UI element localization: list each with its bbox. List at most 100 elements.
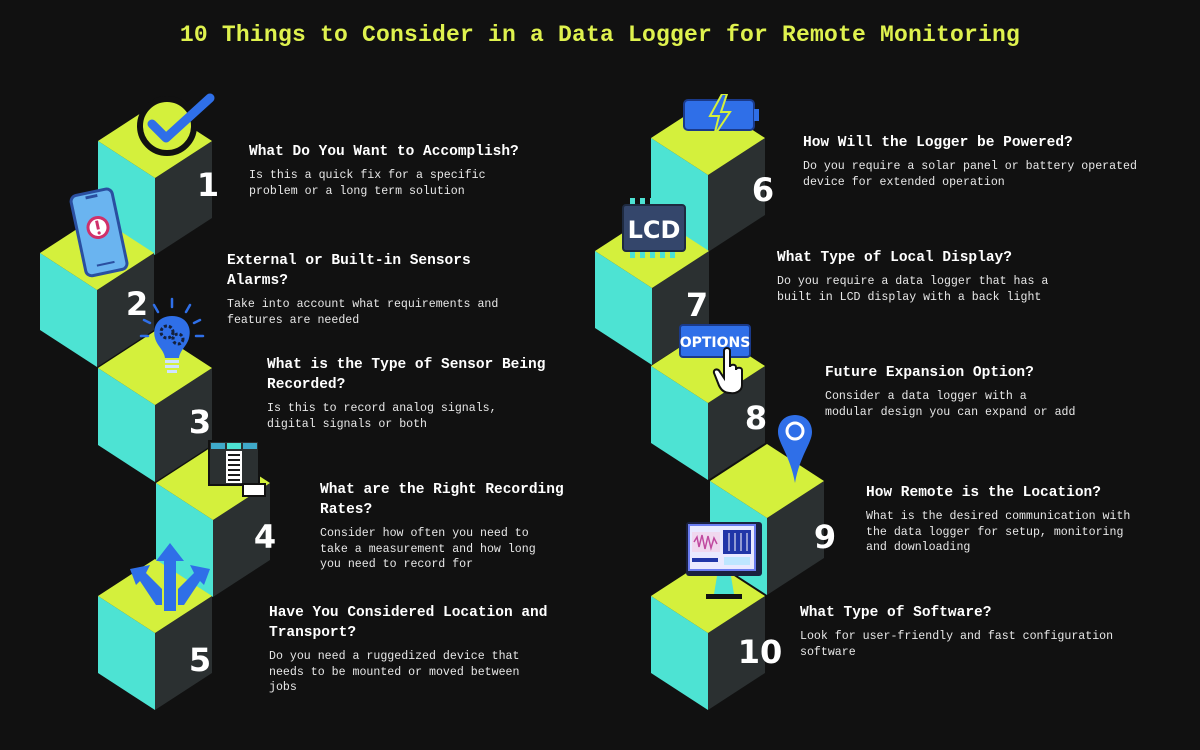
phone-alert-icon (69, 187, 129, 278)
step-description-line: you need to record for (320, 558, 474, 571)
cube-right-face (708, 596, 765, 710)
cube-left-face (595, 251, 652, 365)
step-heading-line: What Type of Software? (800, 605, 992, 621)
cube-left-face (40, 253, 97, 367)
step-number: 5 (188, 641, 212, 679)
step-description-line: features are needed (227, 313, 360, 327)
step-description: Do you require a solar panel or battery … (803, 159, 1137, 190)
step-number: 10 (737, 633, 783, 671)
step-description-line: modular design you can expand or add (825, 405, 1076, 419)
step-description: Do you require a data logger that has a b… (777, 274, 1048, 305)
step-heading-line: Alarms? (227, 273, 288, 289)
data-table-icon (208, 440, 266, 497)
cube-right-face (708, 366, 765, 480)
step-number: 4 (253, 518, 277, 556)
step-description: Look for user-friendly and fast configur… (800, 629, 1113, 660)
cube-right-face (155, 368, 212, 482)
cube-right-face (155, 596, 212, 710)
step-description-line: jobs (269, 681, 297, 694)
step-heading: How Remote is the Location? (866, 483, 1130, 503)
step-description-line: and downloading (866, 541, 971, 554)
step-description-line: needs to be mounted or moved between (269, 665, 520, 679)
step-description-line: Is this a quick fix for a specific (249, 169, 486, 182)
step-heading-line: What is the Type of Sensor Being (267, 357, 546, 373)
step-number: 1 (196, 166, 220, 204)
cube-left-face (651, 366, 708, 480)
step-description-line: software (800, 645, 856, 659)
cube-top-face (98, 331, 212, 405)
cube-right-face (155, 141, 212, 255)
step-heading: Future Expansion Option? (825, 363, 1075, 383)
options-button-icon: OPTIONS (679, 324, 751, 395)
step-heading: What Do You Want to Accomplish? (249, 142, 519, 162)
step-heading-line: External or Built-in Sensors (227, 253, 471, 269)
step-heading: What Type of Software? (800, 603, 1113, 623)
step-description-line: Do you require a data logger that has a (777, 275, 1049, 288)
step-description-line: problem or a long term solution (249, 184, 465, 198)
step-number: 8 (744, 399, 768, 437)
step-heading-line: Future Expansion Option? (825, 365, 1034, 381)
step-heading-line: Rates? (320, 502, 373, 518)
lcd-chip-icon: LCD (622, 198, 686, 258)
step-description: Do you need a ruggedized device that need… (269, 649, 547, 696)
location-pin-icon (778, 415, 812, 483)
cube-step-2 (40, 216, 154, 367)
step-description: Is this to record analog signals,digital… (267, 401, 545, 432)
cube-right-face (97, 253, 154, 367)
step-description: Is this a quick fix for a specific proble… (249, 168, 519, 199)
step-10-text: What Type of Software? Look for user-frie… (800, 603, 1113, 660)
step-description-line: Do you require a solar panel or battery … (803, 160, 1137, 173)
step-heading-line: How Will the Logger be Powered? (803, 135, 1073, 151)
cube-step-3 (98, 331, 212, 482)
step-description-line: What is the desired communication with (866, 510, 1131, 523)
step-heading: How Will the Logger be Powered? (803, 133, 1137, 153)
step-description-line: built in LCD display with a back light (777, 290, 1042, 304)
battery-charge-icon (683, 94, 759, 137)
lightbulb-gears-icon (139, 297, 205, 373)
options-label: OPTIONS (680, 335, 751, 351)
lcd-label: LCD (628, 216, 681, 244)
step-1-text: What Do You Want to Accomplish? Is this a… (249, 142, 519, 199)
step-description: Consider how often you need to take a mea… (320, 526, 564, 573)
step-7-text: What Type of Local Display? Do you requir… (777, 248, 1048, 305)
step-description-line: Is this to record analog signals, (267, 402, 497, 415)
cube-right-face (708, 138, 765, 252)
step-heading-line: Have You Considered Location and (269, 605, 548, 621)
step-description-line: take a measurement and how long (320, 542, 536, 556)
cube-left-face (98, 368, 155, 482)
step-heading-line: What are the Right Recording (320, 482, 564, 498)
cube-right-face (767, 481, 824, 595)
step-heading-line: How Remote is the Location? (866, 485, 1101, 501)
infographic-title: 10 Things to Consider in a Data Logger f… (179, 22, 1021, 48)
cube-right-face (213, 483, 270, 597)
step-heading-line: Transport? (269, 625, 357, 641)
step-heading-line: What Do You Want to Accomplish? (249, 144, 519, 160)
step-6-text: How Will the Logger be Powered? Do you re… (803, 133, 1137, 190)
step-description: Take into account what requirements and f… (227, 297, 498, 328)
step-8-text: Future Expansion Option? Consider a data … (825, 363, 1075, 420)
step-description-line: Do you need a ruggedized device that (269, 650, 520, 663)
step-description-line: Look for user-friendly and fast configur… (800, 630, 1114, 643)
step-number: 7 (685, 286, 709, 324)
software-monitor-icon (686, 522, 762, 599)
step-9-text: How Remote is the Location? What is the d… (866, 483, 1130, 556)
step-description-line: Take into account what requirements and (227, 298, 499, 311)
cube-left-face (651, 596, 708, 710)
checkmark-icon (137, 93, 215, 156)
step-heading-line: Recorded? (267, 377, 346, 393)
step-heading-line: What Type of Local Display? (777, 250, 1012, 266)
step-description-line: Consider how often you need to (320, 527, 529, 540)
cube-left-face (98, 596, 155, 710)
step-number: 3 (188, 403, 212, 441)
step-number: 2 (125, 285, 149, 323)
